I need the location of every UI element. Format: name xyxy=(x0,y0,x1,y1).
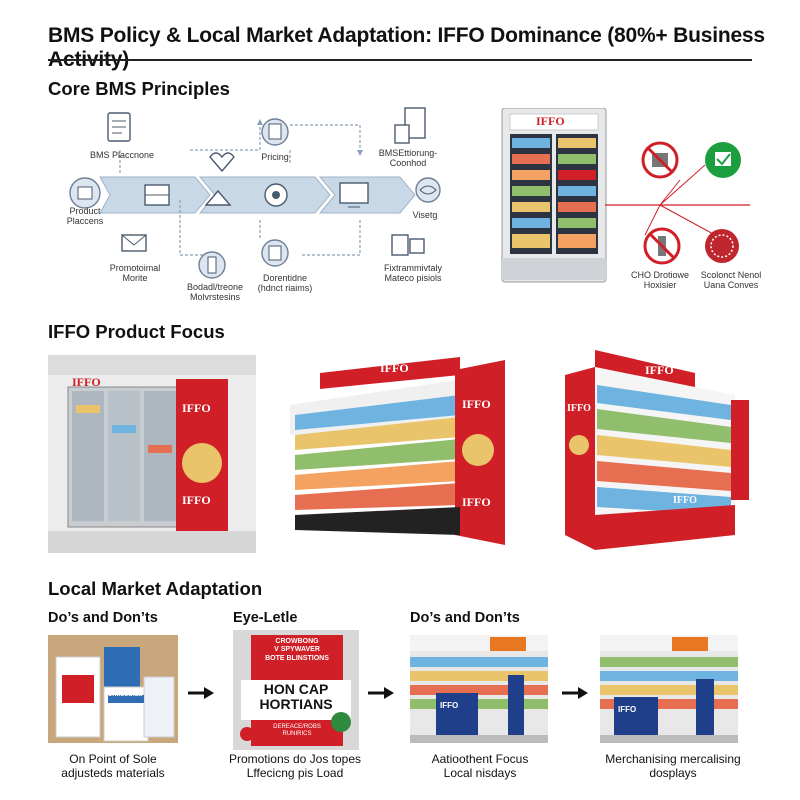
poster-line-4: HON CAP xyxy=(263,681,329,697)
label-pricing: Pricing xyxy=(261,152,289,162)
poster-line-2: V SPYWAVER xyxy=(274,646,320,654)
merch-display-logo: IFFO xyxy=(618,705,637,714)
fridge-store-drawing xyxy=(48,355,256,553)
aisle-display-logo: IFFO xyxy=(440,701,459,710)
step-image-local-aisle: IFFO xyxy=(410,635,548,743)
photo-iffo-shelving: IFFO IFFO IFFO xyxy=(555,345,755,555)
section-heading-local: Local Market Adaptation xyxy=(48,578,263,599)
iffo-fridge-image xyxy=(501,108,607,283)
step-heading-1: Do’s and Don’ts xyxy=(48,610,158,626)
poster-red-bottom xyxy=(251,720,343,746)
heart-store-icon xyxy=(204,152,235,206)
step-caption-4: Merchanising mercalising dosplays xyxy=(605,752,741,781)
label-product-placement: Product Placcens xyxy=(66,206,104,227)
side-panel-logo-top: IFFO xyxy=(182,401,211,415)
label-promotional: Promotoimal Morite xyxy=(109,263,161,284)
step-heading-2: Eye-Letle xyxy=(233,610,298,626)
step-caption-2: Promotions do Jos topes Lffecicng pis Lo… xyxy=(228,752,362,781)
step-caption-1: On Point of Sole adjusteds materials xyxy=(61,752,165,781)
label-policy-right: Scolonct Nenol Uana Conves xyxy=(700,270,762,291)
merch-shelves xyxy=(600,657,738,709)
gondola-side-logo: IFFO xyxy=(462,397,491,411)
flyer-brand-text: Ionilsculus xyxy=(106,691,143,698)
right-arrow-icon xyxy=(188,687,214,699)
poster-decor xyxy=(240,712,351,741)
fridge-logo: IFFO xyxy=(536,114,565,128)
aisle-shelves xyxy=(410,657,548,709)
no-bottle-icon xyxy=(643,227,681,265)
viseing-icon xyxy=(415,177,441,203)
documentation-icon xyxy=(261,239,289,267)
bms-placement-icon xyxy=(107,112,131,142)
pattern-badge-icon xyxy=(705,229,739,263)
flyers-drawing xyxy=(55,647,175,742)
poster-white-mid xyxy=(241,680,351,720)
gondola-header-logo: IFFO xyxy=(380,361,409,375)
shelf-icon xyxy=(144,184,170,206)
shelving-drawing xyxy=(565,350,749,550)
step-image-eye-level-poster: CROWBONG V SPYWAVER BOTE BLINSTIONS HON … xyxy=(233,630,359,750)
step-image-merchandising: IFFO xyxy=(600,635,738,743)
section-heading-core: Core BMS Principles xyxy=(48,78,230,99)
shelving-side-logo: IFFO xyxy=(567,403,591,414)
fridge-shelves xyxy=(512,138,596,248)
label-policy-left: CHO Drotiowe Hoxisier xyxy=(630,270,689,291)
bottle-icon xyxy=(198,251,226,279)
title-divider xyxy=(48,59,752,61)
aisle-drawing xyxy=(410,635,548,743)
page-title: BMS Policy & Local Market Adaptation: IF… xyxy=(48,24,765,71)
poster-line-6: DEREACE/ROBS xyxy=(273,724,321,730)
bms-principles-diagram xyxy=(69,107,441,279)
label-viseing: Visetg xyxy=(412,210,438,220)
gondola-drawing xyxy=(290,357,505,545)
poster-line-7: RUNIRICS xyxy=(282,731,312,738)
label-documentation: Dorentidne (hdnct riaims) xyxy=(257,273,313,294)
label-fixture: Fixtrammivtaly Mateco pisiols xyxy=(384,263,442,284)
poster-main-text: HON CAP HORTIANS xyxy=(241,682,351,711)
side-panel-logo-bottom: IFFO xyxy=(182,493,211,507)
gondola-base-logo: IFFO xyxy=(462,495,491,509)
poster-top-text: CROWBONG V SPYWAVER BOTE BLINSTIONS xyxy=(251,638,343,663)
poster-line-3: BOTE BLINSTIONS xyxy=(265,654,329,662)
step-image-pos-materials: Ionilsculus xyxy=(48,635,178,743)
gondola-shelves xyxy=(295,395,460,510)
no-sign-icon xyxy=(641,141,679,179)
poster-red-top xyxy=(251,635,343,680)
monitor-icon xyxy=(339,182,369,208)
fridge-banner-logo: IFFO xyxy=(72,375,101,389)
product-placement-icon xyxy=(69,177,101,209)
pricing-icon xyxy=(261,118,289,146)
target-icon xyxy=(264,183,288,207)
right-arrow-icon xyxy=(368,687,394,699)
connector-lines xyxy=(119,124,361,256)
section-heading-product: IFFO Product Focus xyxy=(48,321,225,342)
poster-line-5: HORTIANS xyxy=(259,695,333,712)
check-icon xyxy=(705,142,741,178)
step-caption-3: Aatioothent Focus Local nisdays xyxy=(431,752,529,781)
shelving-header-logo: IFFO xyxy=(645,363,674,377)
fixture-icon xyxy=(391,234,425,256)
bms-efficiency-icon xyxy=(394,107,426,144)
shelving-base-logo: IFFO xyxy=(673,495,697,506)
photo-iffo-gondola: IFFO IFFO IFFO xyxy=(280,355,520,553)
merchandising-drawing xyxy=(600,635,738,743)
policy-connectors xyxy=(605,164,750,236)
label-bodad: Bodadl/treone Molvrstesins xyxy=(186,282,244,303)
right-arrow-icon xyxy=(562,687,588,699)
step-heading-3: Do’s and Don’ts xyxy=(410,610,520,626)
label-bms-placement: BMS Placcnone xyxy=(89,150,155,160)
mail-icon xyxy=(121,234,147,252)
poster-line-1: CROWBONG xyxy=(275,638,319,645)
photo-iffo-fridge-store: IFFO IFFO IFFO xyxy=(48,355,256,553)
poster-bottom-text: DEREACE/ROBS RUNIRICS xyxy=(251,724,343,738)
label-bms-effectiveness: BMSEttiorung- Coonhod xyxy=(378,148,438,169)
